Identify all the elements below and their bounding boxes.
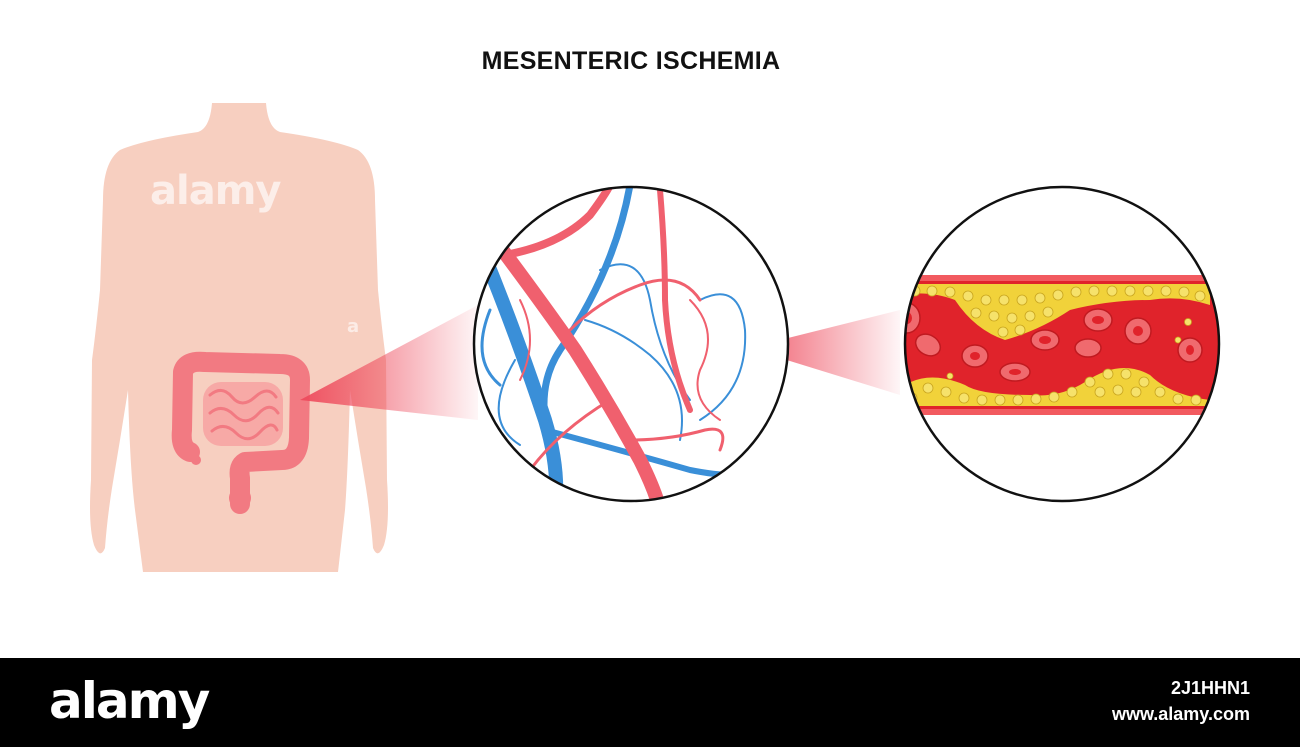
magnify-beam-intestine xyxy=(300,305,478,420)
intestines xyxy=(171,351,310,514)
red-blood-cells xyxy=(905,302,1203,382)
artery-plaque-view xyxy=(903,185,1221,503)
image-id: 2J1HHN1 xyxy=(1170,678,1250,698)
footer-bar: alamy 2J1HHN1 www.alamy.com xyxy=(0,658,1300,747)
footer-logo[interactable]: alamy xyxy=(49,672,210,730)
vessels-magnified-view xyxy=(472,185,790,503)
magnify-beam-vessel xyxy=(748,310,900,395)
svg-text:a: a xyxy=(347,316,359,337)
diagram-canvas: a xyxy=(90,103,1221,572)
body-silhouette xyxy=(90,103,388,572)
diagram-title: MESENTERIC ISCHEMIA xyxy=(481,47,781,75)
watermark-logo: alamy xyxy=(150,168,281,214)
source-url-link[interactable]: www.alamy.com xyxy=(1111,704,1250,724)
plaque-bottom xyxy=(905,367,1210,406)
